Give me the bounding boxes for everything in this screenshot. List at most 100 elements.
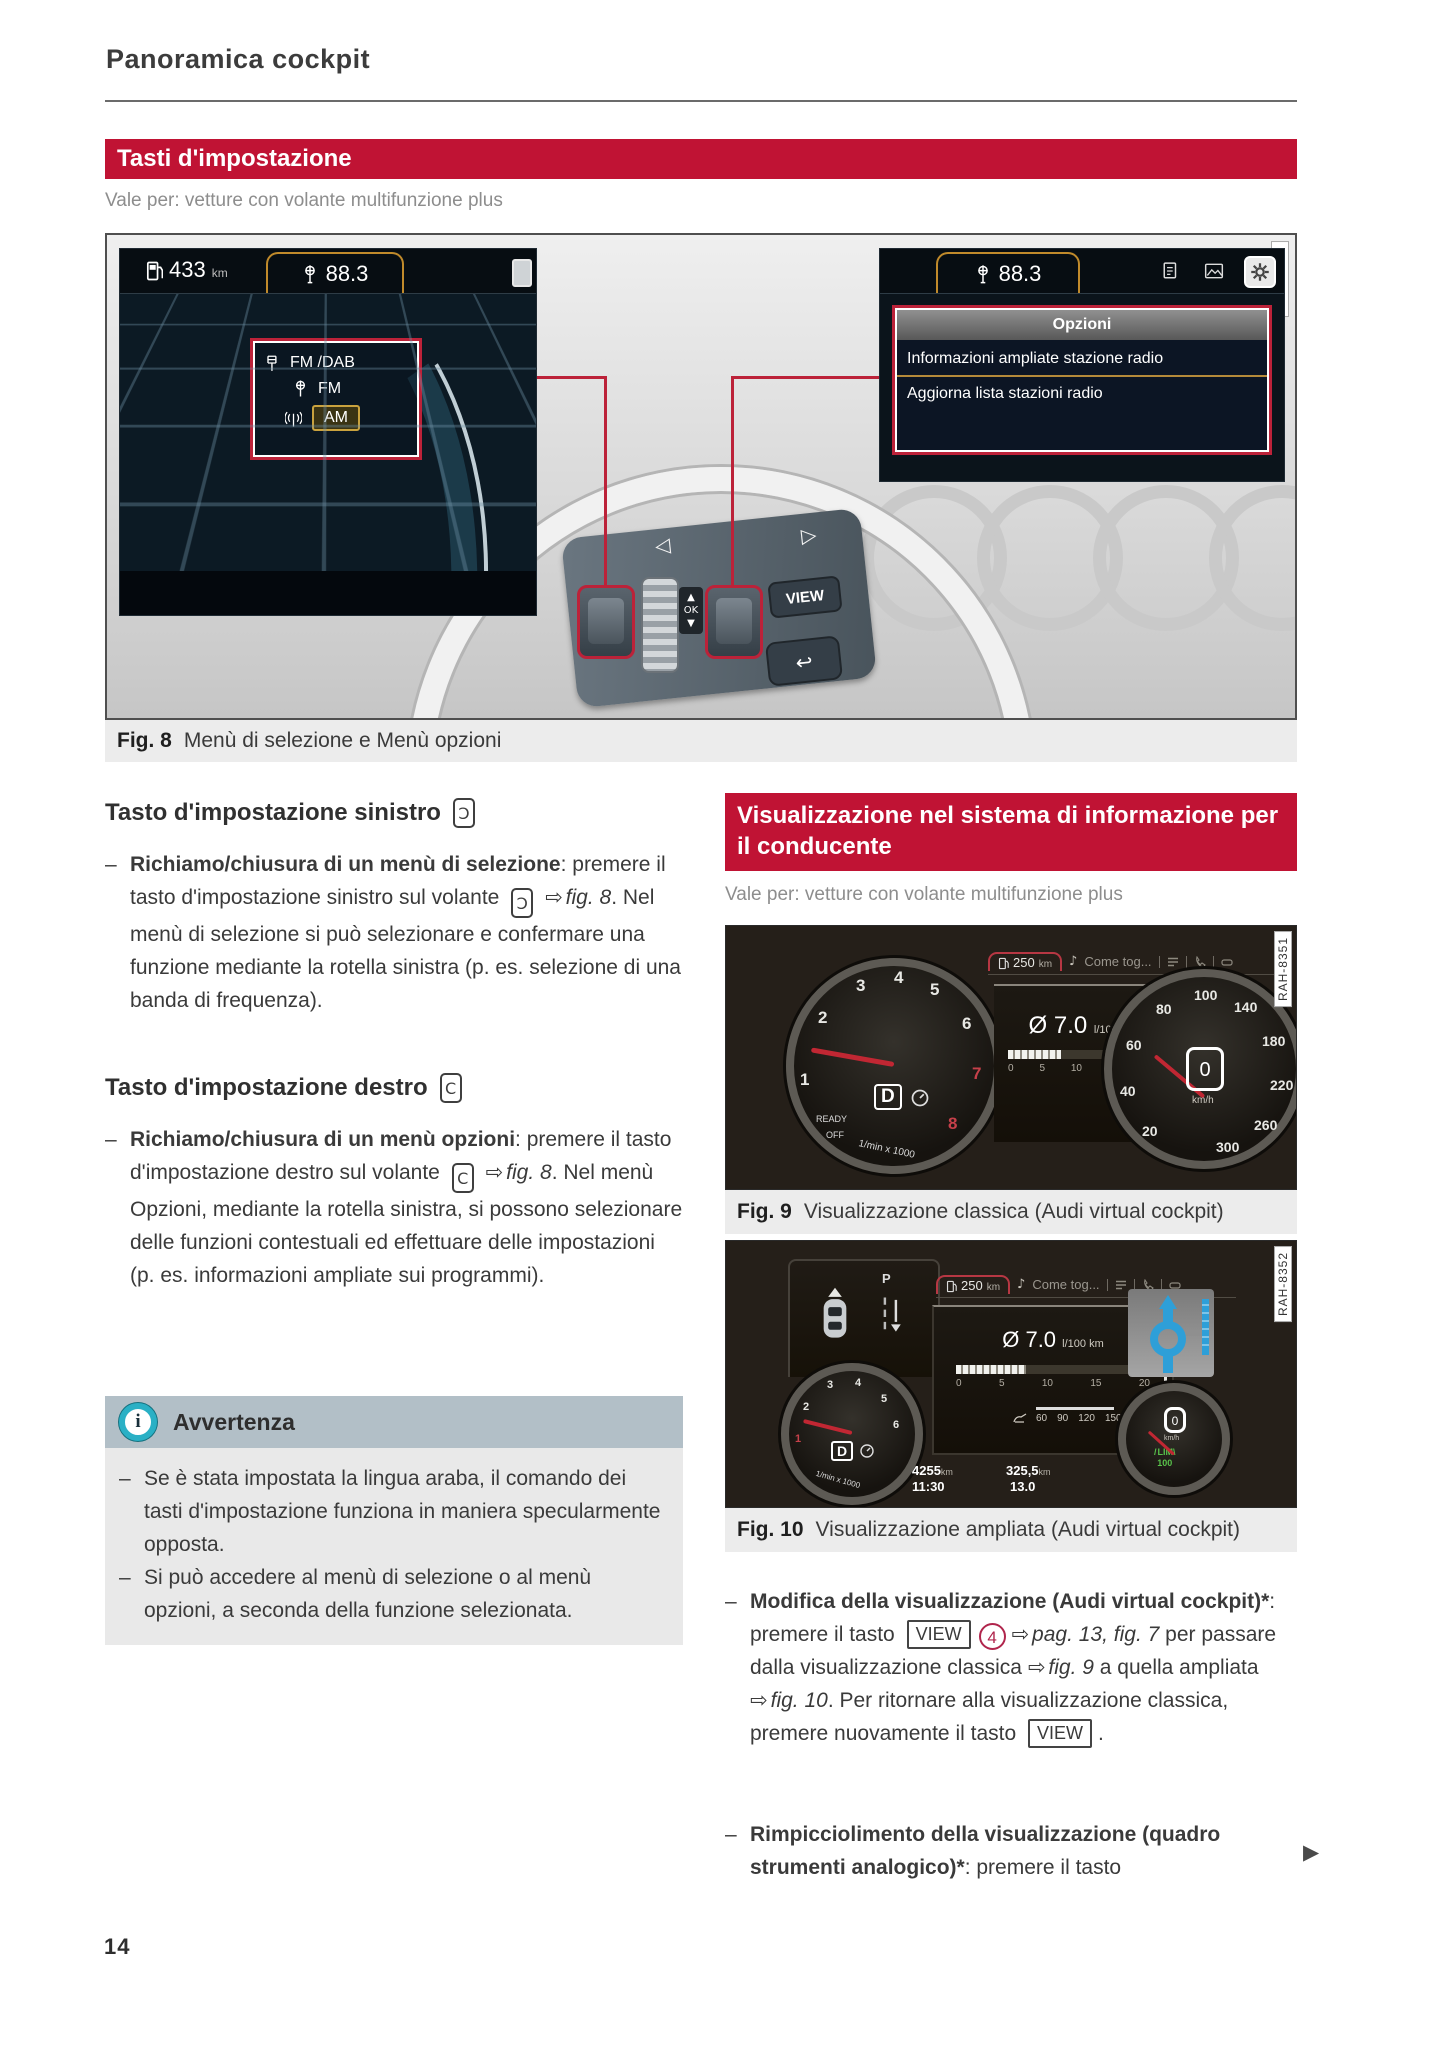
assist-panel: P [788,1259,940,1377]
note-item: – Se è stata impostata la lingua araba, … [119,1467,661,1556]
ref-arrow-icon: ⇨ [1027,1655,1046,1679]
continuation-arrow-icon: ▶ [1303,1840,1320,1864]
options-title: Opzioni [897,310,1267,340]
back-arrow-icon: ↩ [794,649,814,675]
figure-10-caption: Fig. 10 Visualizzazione ampliata (Audi v… [725,1508,1297,1552]
figure-8-image: ◁ ▷ ▲ OK ▼ VIEW ↩ [105,233,1297,720]
figure-9-label: Fig. 9 [737,1200,792,1223]
note-box: i Avvertenza – Se è stata impostata la l… [105,1396,683,1645]
figure-reference: fig. 10 [770,1689,828,1712]
figure-9-image: 1 2 3 4 5 6 7 8 D READY OFF 1/min x 1000 [725,925,1297,1190]
lane-icon [883,1297,901,1332]
right-display-statusbar: 88.3 [880,249,1284,294]
left-setting-key [577,585,635,659]
left-key-icon: Ɔ [452,798,475,828]
menu-item-fm-dab: FM /DAB [290,354,355,371]
trip-distance: 325,5km [1006,1463,1051,1478]
fm-antenna-icon [295,380,306,397]
trip-average: 13.0 [1010,1479,1036,1494]
fuel-pump-icon [998,957,1009,970]
note-header: i Avvertenza [105,1396,683,1448]
media-edge-icon [512,259,532,287]
radio-tab-right: 88.3 [936,252,1080,293]
view-key-label: VIEW [906,1620,971,1649]
gear-indicator: D [831,1441,854,1461]
ok-scroll-label: ▲ OK ▼ [679,587,703,634]
right-display: 88.3 Opzioni In [880,249,1284,481]
car-status-icon [1168,1281,1181,1289]
figure-code: RAH-8352 [1274,1246,1292,1323]
car-icon [823,1287,847,1338]
note-item: – Si può accedere al menù di selezione o… [119,1566,592,1622]
digital-speed: 0 [1186,1047,1224,1091]
selection-menu-callout: FM /DAB FM AM [250,338,422,460]
figure-reference: fig. 8 [565,886,612,909]
right-key-icon: C [439,1073,462,1103]
info-icon: i [119,1403,157,1441]
fuel-range-value: 433 [169,257,206,282]
heading-left-key: Tasto d'impostazione sinistro Ɔ [105,798,475,828]
callout-number-4: 4 [978,1623,1006,1650]
consumption-bar [1008,1050,1156,1059]
note-title: Avvertenza [173,1408,295,1435]
figure-reference: fig. 8 [506,1161,552,1184]
back-button: ↩ [764,635,844,687]
media-title: Come tog... [1084,954,1152,969]
left-key-icon: Ɔ [511,888,534,918]
ref-arrow-icon: ⇨ [1011,1622,1030,1646]
image-icon [1204,263,1224,279]
am-wave-icon [285,411,302,426]
figure-reference: fig. 9 [1048,1656,1094,1679]
callout-line-left-v [604,376,607,588]
menu-item-fm: FM [318,379,342,397]
phone-icon [1143,1278,1154,1291]
left-display: 433 km 88.3 [120,249,536,615]
ref-arrow-icon: ⇨ [545,885,563,909]
scroll-down-icon: ▼ [687,618,695,629]
figure-9-caption: Fig. 9 Visualizzazione classica (Audi vi… [725,1190,1297,1234]
left-scroll-wheel [641,577,679,673]
digital-speed: 0 [1164,1407,1186,1433]
media-title: Come tog... [1032,1277,1100,1292]
paragraph-right-key: – Richiamo/chiusura di un menù opzioni: … [105,1128,683,1287]
park-indicator: P [882,1271,891,1286]
page-number: 14 [104,1934,131,1959]
option-item: Aggiorna lista stazioni radio [907,385,1103,402]
document-icon [1163,262,1177,279]
paragraph-view-toggle: – Modifica della visualizzazione (Audi v… [725,1585,1303,1750]
list-icon [1115,1280,1126,1289]
clock: 11:30 [912,1479,945,1494]
cruise-icon [911,1089,929,1107]
ref-arrow-icon: ⇨ [485,1160,504,1184]
left-display-statusbar: 433 km 88.3 [120,249,536,294]
cruise-icon [860,1444,874,1458]
dab-tower-icon [267,355,277,371]
figure-10-image: P 1 2 3 4 5 6 D 1/min x 1000 [725,1240,1297,1508]
page-title: Panoramica cockpit [106,44,371,74]
note-body: – Se è stata impostata la lingua araba, … [105,1448,683,1645]
figure-reference: pag. 13, fig. 7 [1032,1623,1160,1646]
seek-right-icon: ▷ [799,522,818,548]
tach-needle [810,1047,895,1067]
note-icon: ♪ [1069,954,1078,969]
oil-can-icon [1013,1413,1027,1423]
oil-temp-scale: 60 90 120 150°C [1012,1407,1133,1424]
ref-arrow-icon: ⇨ [750,1688,768,1712]
car-status-icon [1220,958,1233,966]
section-banner-visualizzazione: Visualizzazione nel sistema di informazi… [725,793,1297,871]
radio-tab: 88.3 [266,252,404,293]
gear-indicator: D [874,1084,902,1110]
list-icon [1167,957,1178,966]
route-icon [1150,1295,1210,1373]
station-frequency-right: 88.3 [998,260,1042,286]
gear-icon [1251,263,1269,281]
right-key-icon: C [451,1163,474,1193]
fuel-range-unit: km [211,266,228,280]
tachometer: 1 2 3 4 5 6 7 8 D READY OFF 1/min x 1000 [786,958,1002,1174]
option-item: Informazioni ampliate stazione radio [897,342,1267,377]
